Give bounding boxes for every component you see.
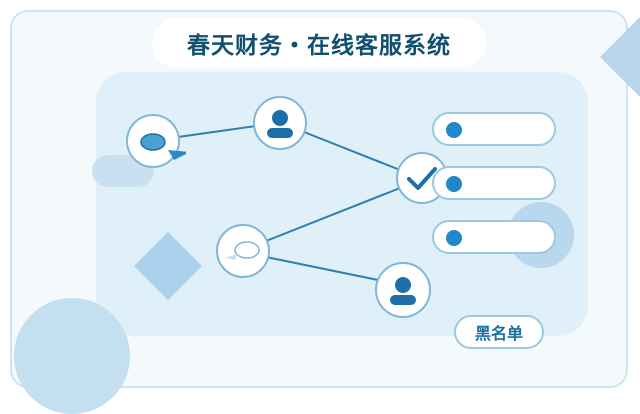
list-item-bar[interactable]: [432, 166, 556, 200]
list-item-bar[interactable]: [432, 112, 556, 146]
title-banner: 春天财务・在线客服系统: [152, 18, 486, 68]
decorative-circle: [14, 298, 130, 414]
page-title: 春天财务・在线客服系统: [187, 33, 451, 59]
user-node-top: [253, 96, 307, 150]
connector-line: [265, 187, 401, 242]
list-item-bar[interactable]: [432, 220, 556, 254]
speech-bubble-outline-icon: [225, 241, 260, 260]
user-node-bottom: [375, 262, 431, 318]
user-icon: [390, 277, 416, 305]
bullet-dot-icon: [446, 230, 462, 246]
chat-node-bottom: [216, 224, 270, 278]
user-icon: [267, 110, 293, 138]
connector-line: [265, 256, 379, 281]
check-icon: [407, 167, 437, 190]
blacklist-button[interactable]: 黑名单: [454, 315, 544, 349]
speech-bubble-icon: [140, 133, 186, 160]
bullet-dot-icon: [446, 122, 462, 138]
chat-node-top: [126, 114, 186, 168]
connector-line: [177, 125, 257, 138]
bullet-dot-icon: [446, 176, 462, 192]
connector-line: [303, 131, 401, 171]
connection-lines: [177, 125, 401, 281]
